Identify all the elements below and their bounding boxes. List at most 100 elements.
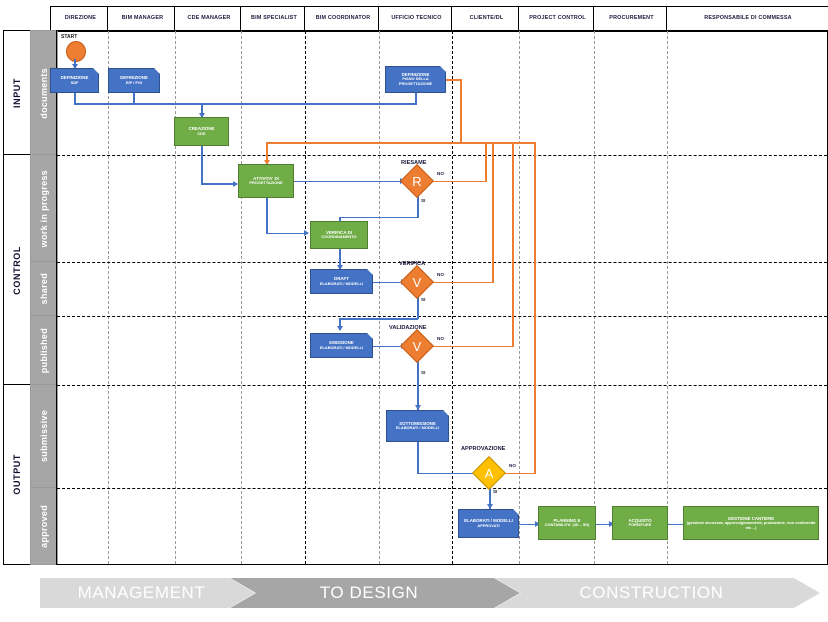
arrowhead-down bbox=[71, 64, 78, 69]
state-work-in-progress: work in progress bbox=[30, 154, 58, 263]
chevron-to-design[interactable]: TO DESIGN bbox=[230, 572, 520, 614]
node-definizione-sdf[interactable]: DEFINIZIONE SDF bbox=[50, 68, 99, 93]
arrowhead-down-orange bbox=[263, 160, 270, 165]
chevron-construction[interactable]: CONSTRUCTION bbox=[495, 572, 820, 614]
branch-label-validazione-si: SI bbox=[421, 370, 426, 375]
node-definizione-piano-progettazione[interactable]: DEFINIZIONE PIANO DELLA PROGETTAZIONE bbox=[385, 66, 446, 93]
feedback-return-bus bbox=[460, 142, 536, 144]
node-creazione-cde[interactable]: CREAZIONE CDE bbox=[174, 117, 229, 146]
node-title: GESTIONE CANTIERE bbox=[727, 515, 775, 521]
feedback-validazione-no-up bbox=[512, 142, 514, 347]
lane-divider bbox=[452, 31, 453, 564]
node-subtitle: FORNITURE bbox=[628, 522, 652, 528]
decision-glyph: V bbox=[412, 338, 422, 354]
lane-divider bbox=[175, 31, 176, 564]
lane-divider bbox=[379, 31, 380, 564]
node-emissione-elaborati-modelli[interactable]: EMISSIONE ELABORATI / MODELLI bbox=[310, 333, 373, 358]
state-published: published bbox=[30, 315, 58, 386]
feedback-riesame-no-down bbox=[266, 142, 268, 164]
connector-sdf-bus bbox=[74, 93, 76, 104]
connector-bus-to-cde bbox=[201, 103, 203, 117]
chevron-label: CONSTRUCTION bbox=[579, 583, 724, 602]
feedback-approvazione-no-right bbox=[504, 472, 536, 475]
column-header-label: UFFICIO TECNICO bbox=[391, 15, 442, 22]
node-verifica-di-coordinamento[interactable]: VERIFICA DI COORDINAMENTO bbox=[310, 221, 368, 249]
decision-riesame[interactable]: R bbox=[400, 164, 434, 198]
node-title: SOTTOMISSIONE bbox=[399, 420, 436, 426]
state-approved: approved bbox=[30, 487, 58, 565]
state-divider bbox=[57, 488, 827, 489]
node-title: CREAZIONE bbox=[188, 126, 215, 132]
column-header-label: BIM COORDINATOR bbox=[315, 15, 371, 22]
column-header-responsabile-di-commessa: RESPONSABILE DI COMMESSA bbox=[666, 6, 828, 32]
node-sottomissione-elaborati-modelli[interactable]: SOTTOMISSIONE ELABORATI / MODELLI bbox=[386, 410, 449, 442]
connector-emissione-to-validazione bbox=[373, 345, 405, 348]
node-elaborati-modelli-approvati[interactable]: ELABORATI / MODELLI APPROVATI bbox=[458, 509, 519, 538]
node-planning-contabilita[interactable]: PLANNING E CONTABILITA' (4D – 5D) bbox=[538, 506, 596, 540]
column-header-direzione: DIREZIONE bbox=[50, 6, 111, 32]
column-header-procurement: PROCUREMENT bbox=[593, 6, 670, 32]
column-header-label: PROJECT CONTROL bbox=[529, 15, 586, 22]
node-subtitle: ELABORATI / MODELLI bbox=[395, 425, 440, 431]
lane-divider bbox=[667, 31, 668, 564]
connector-acquisto-to-cantiere bbox=[667, 523, 683, 526]
state-label: shared bbox=[39, 273, 49, 305]
phase-chevrons: MANAGEMENT TO DESIGN CONSTRUCTION bbox=[40, 572, 820, 614]
connector-verifica-si-todown bbox=[339, 318, 341, 330]
lane-divider bbox=[594, 31, 595, 564]
node-title: DRAFT bbox=[334, 276, 349, 282]
state-shared: shared bbox=[30, 261, 58, 317]
node-draft-elaborati-modelli[interactable]: DRAFT ELABORATI / MODELLI bbox=[310, 269, 373, 294]
column-header-label: BIM MANAGER bbox=[121, 15, 164, 22]
node-subtitle: APPROVATI bbox=[477, 522, 500, 528]
column-header-project-control: PROJECT CONTROL bbox=[518, 6, 597, 32]
connector-attivita-to-coord bbox=[266, 232, 308, 235]
decision-glyph: A bbox=[484, 465, 494, 481]
node-definizione-eip-pgi[interactable]: DEFINIZIONE EIP / PGI bbox=[108, 68, 160, 93]
connector-attivita-to-riesame bbox=[294, 180, 404, 183]
node-attivita-di-progettazione[interactable]: ATTIVITA' DI PROGETTAZIONE bbox=[238, 164, 294, 198]
decision-verifica[interactable]: V bbox=[400, 265, 434, 299]
branch-label-verifica-si: SI bbox=[421, 297, 426, 302]
chevron-management[interactable]: MANAGEMENT bbox=[40, 572, 255, 614]
column-header-label: CLIENTE/DL bbox=[469, 15, 504, 22]
branch-label-riesame-no: NO bbox=[437, 171, 444, 176]
node-subtitle: SDF bbox=[70, 79, 79, 85]
state-divider bbox=[57, 155, 827, 156]
node-subtitle: CONTABILITA' (4D – 5D) bbox=[544, 522, 590, 528]
connector-documents-bus bbox=[74, 103, 417, 105]
connector-attivita-down bbox=[266, 198, 268, 234]
column-header-label: PROCUREMENT bbox=[609, 15, 654, 22]
node-acquisto-forniture[interactable]: ACQUISTO FORNITURE bbox=[612, 506, 668, 540]
connector-planning-to-acquisto bbox=[596, 523, 612, 526]
branch-label-approvazione-si: SI bbox=[493, 489, 498, 494]
node-title: ATTIVITA' DI bbox=[253, 175, 279, 181]
decision-label-verifica: VERIFICA bbox=[399, 261, 426, 267]
phase-input: INPUT bbox=[3, 30, 31, 156]
arrowhead-down bbox=[486, 504, 493, 509]
feedback-riesame-no-left bbox=[266, 142, 487, 144]
state-label: approved bbox=[39, 504, 49, 548]
decision-approvazione[interactable]: A bbox=[472, 456, 506, 490]
decision-label-riesame: RIESAME bbox=[401, 160, 427, 166]
decision-validazione[interactable]: V bbox=[400, 329, 434, 363]
chevron-label: MANAGEMENT bbox=[77, 583, 206, 602]
node-subtitle: PROGETTAZIONE bbox=[249, 180, 283, 186]
branch-label-approvazione-no: NO bbox=[509, 463, 516, 468]
connector-verifica-si-left bbox=[339, 318, 418, 320]
lane-divider bbox=[519, 31, 520, 564]
phase-label: OUTPUT bbox=[12, 454, 22, 495]
connector-approvati-to-planning bbox=[518, 523, 538, 526]
node-subtitle: PIANO DELLA PROGETTAZIONE bbox=[398, 76, 433, 87]
node-gestione-cantiere[interactable]: GESTIONE CANTIERE (gestione sicurezza, a… bbox=[683, 506, 819, 540]
connector-riesame-si-down bbox=[417, 196, 419, 218]
node-subtitle: EIP / PGI bbox=[125, 79, 143, 85]
node-subtitle: COORDINAMENTO bbox=[321, 234, 357, 240]
arrowhead-down bbox=[414, 405, 421, 410]
feedback-riesame-no-right bbox=[432, 180, 487, 183]
decision-glyph: R bbox=[412, 173, 422, 189]
connector-coord-to-draft bbox=[339, 249, 341, 270]
lane-divider bbox=[241, 31, 242, 564]
arrowhead-right bbox=[233, 180, 238, 187]
